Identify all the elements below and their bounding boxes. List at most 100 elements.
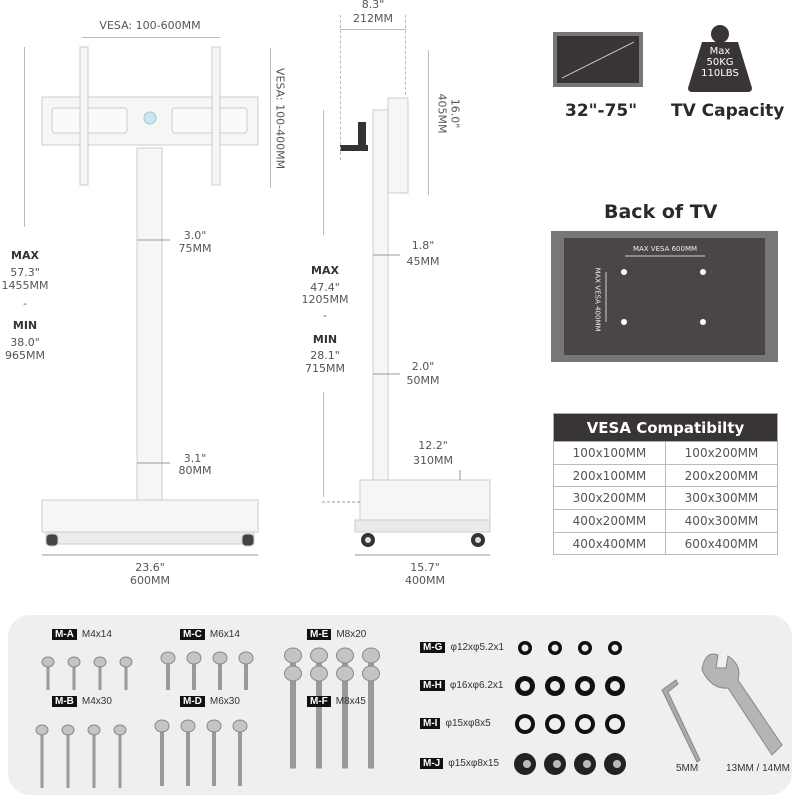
hardware-code: M-C — [180, 629, 205, 640]
hardware-size: M8x20 — [336, 629, 367, 640]
screw-icon — [41, 656, 55, 690]
screw-icon — [232, 719, 248, 786]
tool-size-label: 5MM — [676, 763, 699, 774]
weight-text: Max 50KG 110LBS — [690, 46, 750, 79]
side-base-in: 15.7" — [410, 561, 440, 574]
back-vesa-horizontal: MAX VESA 600MM — [632, 245, 698, 253]
weight-line: Max — [709, 46, 731, 57]
hardware-size: M4x30 — [81, 696, 112, 707]
front-base — [41, 499, 259, 533]
side-post-mid-mm: 50MM — [406, 374, 440, 387]
side-max-in: 47.4" — [310, 281, 340, 294]
weight-line: 50KG — [706, 57, 734, 68]
vesa-table-title: VESA Compatibilty — [553, 413, 778, 442]
front-post-top-in: 3.0" — [183, 229, 207, 242]
screw-icon — [206, 719, 222, 786]
front-view-stand — [41, 46, 259, 547]
hardware-code: M-F — [307, 696, 331, 707]
side-base-mm: 400MM — [405, 574, 445, 587]
tool-size-label: 13MM / 14MM — [726, 763, 790, 774]
screw-icon — [310, 665, 328, 769]
right-rail — [211, 46, 221, 186]
tv-capacity-title: TV Capacity — [671, 101, 785, 121]
hardware-code: M-D — [180, 696, 205, 707]
separator: - — [323, 309, 327, 322]
front-min-mm: 965MM — [5, 349, 45, 362]
screw-icon — [180, 719, 196, 786]
screw-icon — [362, 665, 380, 769]
hardware-size: M6x30 — [209, 696, 240, 707]
side-max-mm: 1205MM — [301, 293, 349, 306]
allen-key-icon — [661, 679, 701, 763]
hardware-size: φ15xφ8x5 — [445, 718, 491, 729]
front-vesa-width: VESA: 100-600MM — [99, 19, 201, 32]
side-base-height-in: 12.2" — [418, 439, 448, 452]
crank-handle — [340, 145, 368, 151]
side-post-top-mm: 45MM — [406, 255, 440, 268]
separator: - — [23, 297, 27, 310]
vesa-table-cell: 400x200MM — [553, 509, 666, 533]
screw-icon — [87, 724, 101, 788]
screw-icon — [336, 665, 354, 769]
back-of-tv-title: Back of TV — [604, 201, 718, 223]
side-base — [359, 479, 491, 521]
hardware-code: M-B — [52, 696, 77, 707]
side-max-label: MAX — [311, 264, 339, 277]
hardware-label: M-B M4x30 — [52, 696, 112, 708]
screw-icon — [238, 651, 254, 690]
hardware-label: M-F M8x45 — [307, 696, 366, 708]
wrench-icon — [701, 653, 783, 756]
tv-size-range: 32"-75" — [565, 101, 638, 121]
hardware-label: M-E M8x20 — [307, 629, 366, 641]
screw-icon — [35, 724, 49, 788]
screw-icon — [186, 651, 202, 690]
side-min-label: MIN — [312, 333, 338, 346]
side-depth-mm: 212MM — [353, 12, 393, 25]
screw-icon — [93, 656, 107, 690]
front-max-in: 57.3" — [10, 266, 40, 279]
dimension-arrows — [42, 239, 490, 556]
front-post — [136, 147, 163, 501]
front-base-in: 23.6" — [135, 561, 165, 574]
side-view-stand — [340, 97, 491, 547]
screw-icon — [67, 656, 81, 690]
vesa-table-cell: 600x400MM — [664, 531, 779, 556]
weight-icon — [688, 25, 752, 92]
hardware-code: M-I — [420, 718, 441, 729]
hardware-label: M-I φ15xφ8x5 — [420, 718, 491, 730]
front-min-label: MIN — [12, 319, 38, 332]
side-base-height-mm: 310MM — [413, 454, 453, 467]
front-post-bottom-mm: 80MM — [178, 464, 212, 477]
hardware-code: M-E — [307, 629, 332, 640]
front-post-top-mm: 75MM — [178, 242, 212, 255]
side-post-mid-in: 2.0" — [411, 360, 435, 373]
hardware-panel — [8, 615, 792, 795]
hardware-size: M8x45 — [335, 696, 366, 707]
screw-icon — [160, 651, 176, 690]
hardware-code: M-H — [420, 680, 445, 691]
side-min-mm: 715MM — [305, 362, 345, 375]
front-base-mm: 600MM — [130, 574, 170, 587]
left-rail — [79, 46, 89, 186]
screw-icon — [212, 651, 228, 690]
hardware-label: M-D M6x30 — [180, 696, 240, 708]
side-depth-in: 8.3" — [361, 0, 385, 11]
screw-icon — [154, 719, 170, 786]
side-min-in: 28.1" — [310, 349, 340, 362]
tv-size-icon — [553, 32, 643, 87]
hardware-size: φ12xφ5.2x1 — [450, 642, 505, 653]
vesa-table-cell: 300x300MM — [664, 486, 779, 511]
hardware-code: M-J — [420, 758, 444, 769]
screw-icon — [61, 724, 75, 788]
